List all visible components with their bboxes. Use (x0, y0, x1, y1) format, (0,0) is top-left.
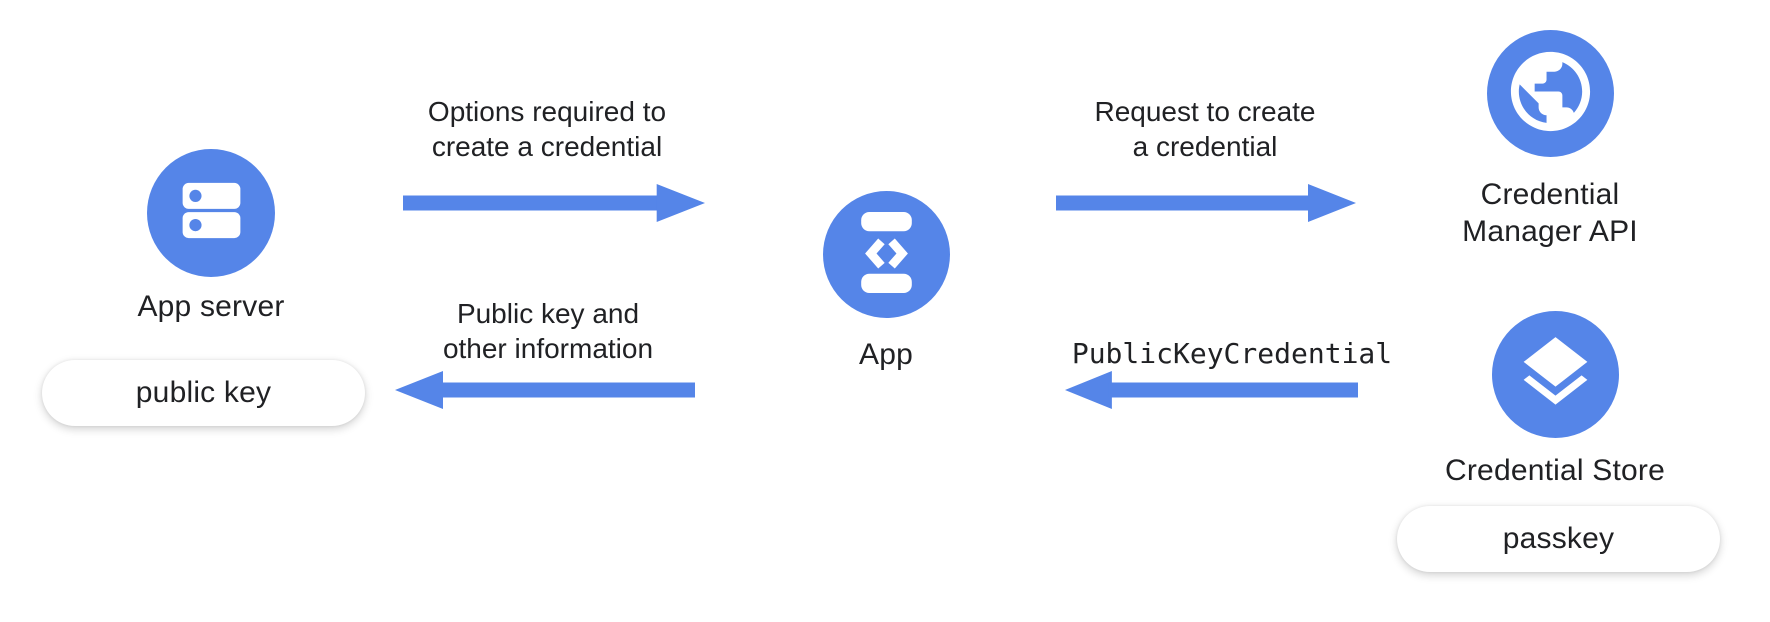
caption-publickeycredential: PublicKeyCredential (1071, 337, 1393, 370)
app-server-node (147, 149, 275, 277)
server-dns-icon (173, 172, 250, 254)
layers-icon (1513, 330, 1598, 420)
globe-icon (1503, 44, 1598, 144)
app-label: App (859, 338, 913, 371)
passkey-badge: passkey (1397, 506, 1720, 572)
caption-request-create: Request to create a credential (1094, 96, 1316, 162)
arrow-public-key-left (395, 370, 695, 410)
public-key-badge: public key (42, 360, 365, 426)
caption-options-to-create: Options required to create a credential (427, 96, 667, 162)
arrow-options-right (403, 183, 705, 223)
credential-store-node (1492, 311, 1619, 438)
arrow-request-right (1056, 183, 1356, 223)
credential-manager-label: Credential Manager API (1462, 178, 1638, 248)
public-key-badge-label: public key (135, 376, 272, 409)
passkey-badge-label: passkey (1502, 522, 1615, 555)
app-node (823, 191, 950, 318)
caption-public-key-info: Public key and other information (442, 298, 654, 364)
phone-code-icon (861, 211, 912, 298)
credential-store-label: Credential Store (1445, 454, 1665, 487)
app-server-label: App server (137, 290, 285, 323)
credential-manager-node (1487, 30, 1614, 157)
arrow-publickeycredential-left (1065, 370, 1358, 410)
